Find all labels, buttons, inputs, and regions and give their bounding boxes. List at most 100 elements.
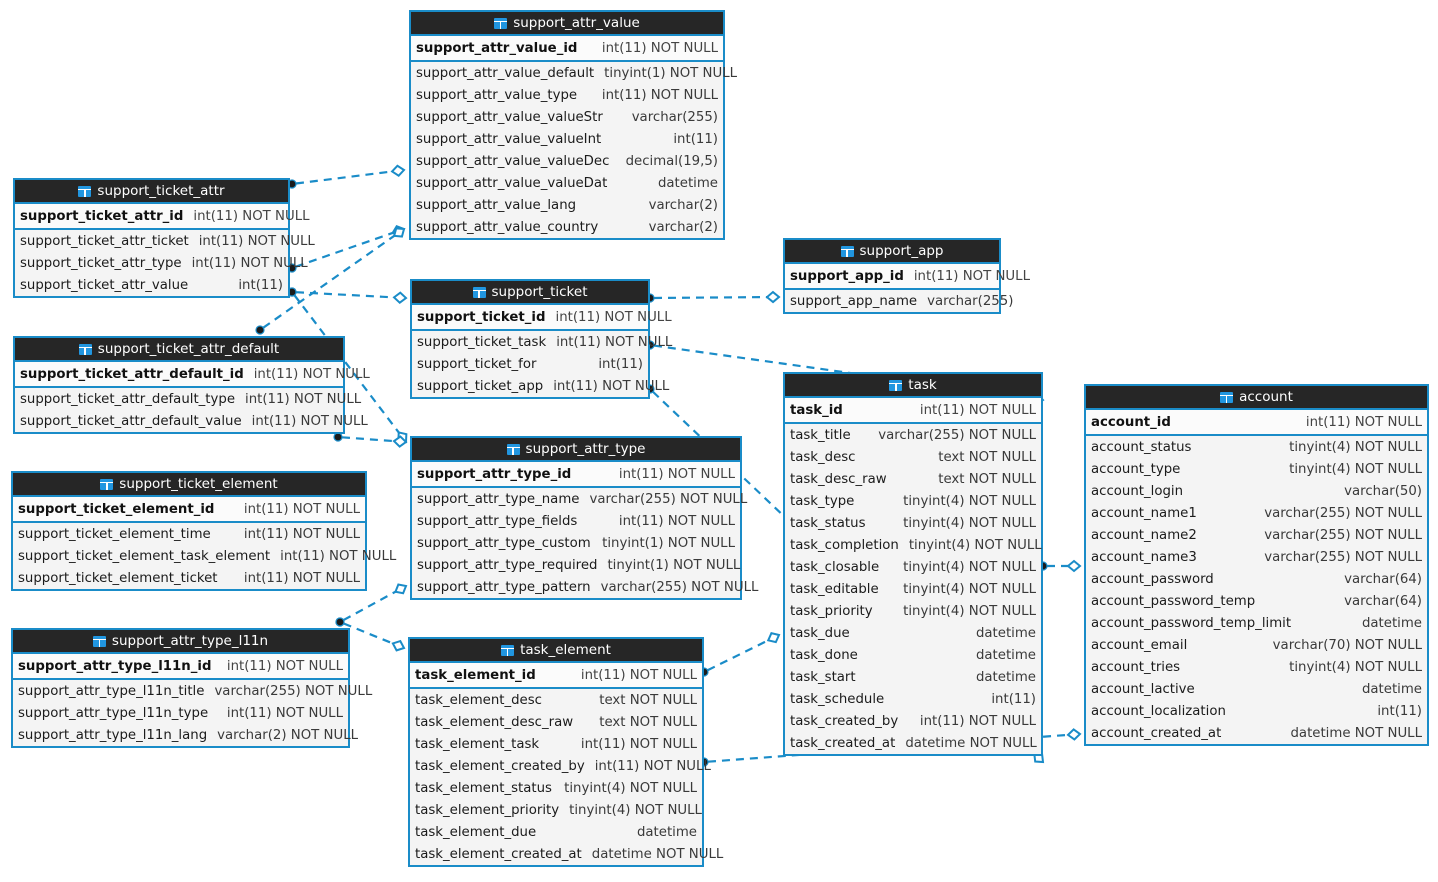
column-name: support_attr_value_id bbox=[416, 40, 578, 56]
relation-task-to-account bbox=[1038, 559, 1082, 573]
column-name: task_element_status bbox=[415, 780, 552, 796]
relation-target-diamond bbox=[1066, 559, 1082, 573]
column-name: support_attr_type_l11n_title bbox=[18, 683, 205, 699]
column-name: support_attr_value_type bbox=[416, 87, 578, 103]
column-type: int(11) NOT NULL bbox=[556, 334, 673, 350]
column-name: task_start bbox=[790, 669, 856, 685]
relation-source-dot bbox=[333, 432, 343, 442]
column-row[interactable]: support_attr_type_l11n_title varchar(255)… bbox=[13, 680, 372, 702]
column-type: varchar(255) NOT NULL bbox=[214, 683, 373, 699]
table-title: task bbox=[908, 377, 937, 393]
column-name: task_element_priority bbox=[415, 802, 560, 818]
